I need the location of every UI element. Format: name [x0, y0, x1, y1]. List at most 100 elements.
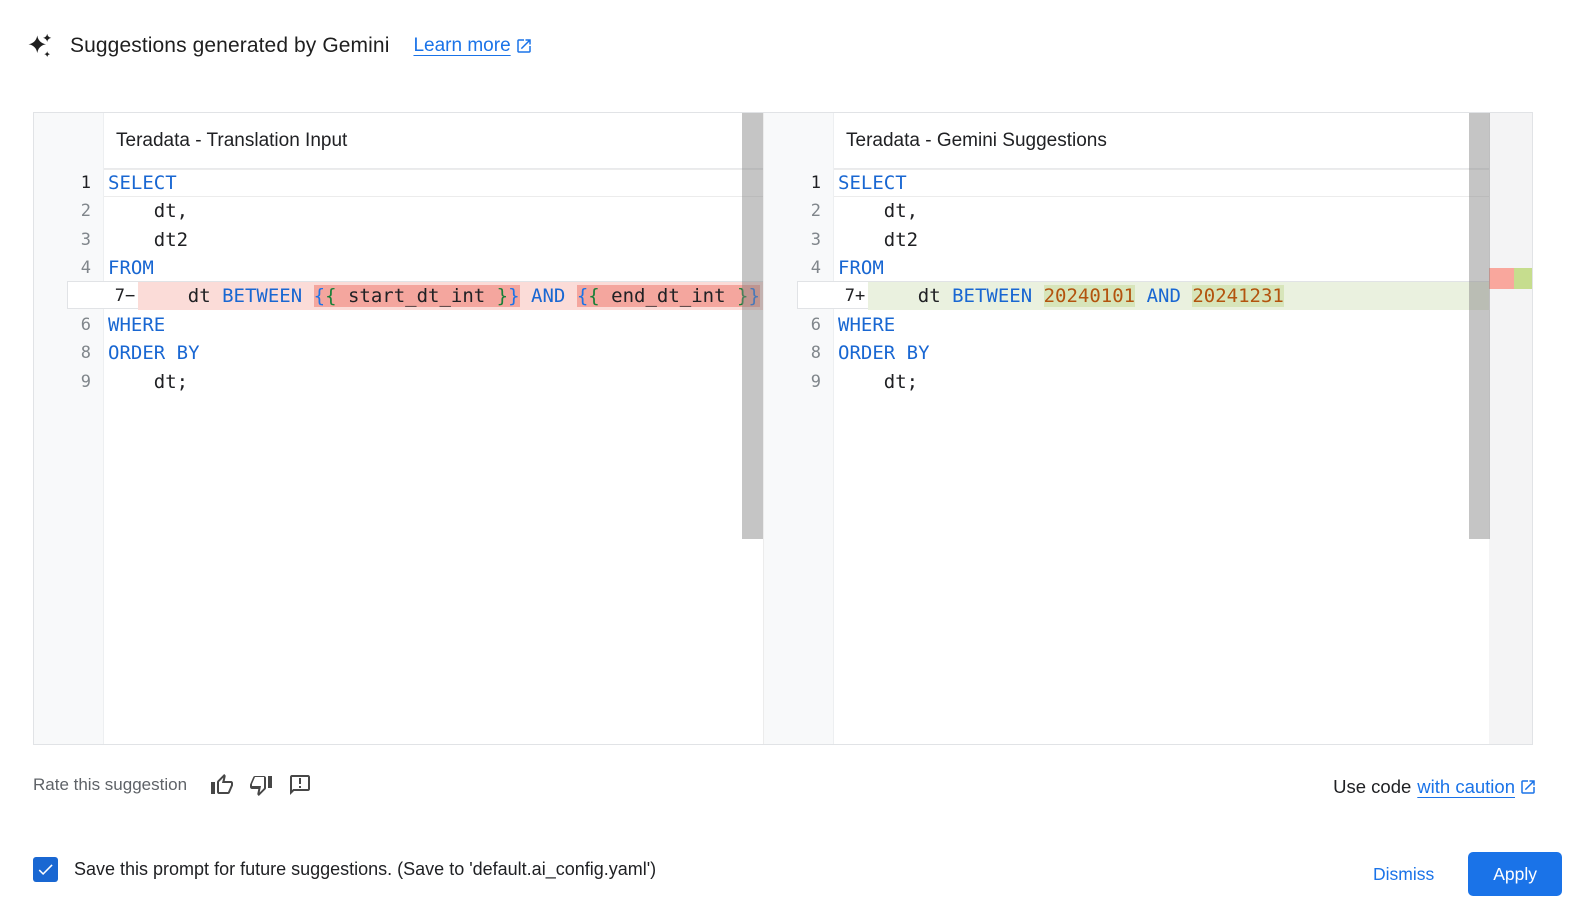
thumb-down-button[interactable] [248, 772, 274, 798]
dismiss-button[interactable]: Dismiss [1372, 863, 1435, 884]
code-token: WHERE [838, 313, 896, 336]
diff-marker [821, 169, 834, 197]
diff-marker [91, 226, 104, 254]
code-token [302, 285, 313, 307]
thumb-up-button[interactable] [209, 772, 235, 798]
code-line-content: dt BETWEEN 20240101 AND 20241231 [868, 282, 1532, 311]
code-token: 20241231 [1192, 285, 1284, 307]
save-prompt-checkbox[interactable] [33, 857, 58, 882]
code-token: AND [531, 285, 566, 307]
code-token: FROM [108, 257, 154, 280]
thumb-up-icon [211, 774, 234, 794]
code-line-content: dt BETWEEN {{ start_dt_int }} AND {{ end… [138, 282, 763, 311]
diff-marker: − [125, 286, 136, 306]
line-number: 3 [34, 226, 104, 254]
code-token: SELECT [108, 172, 177, 194]
code-line-content: dt; [104, 368, 763, 396]
line-number: 6 [764, 311, 834, 339]
scrollbar-thumb[interactable] [742, 113, 763, 539]
use-code-text: Use code [1333, 776, 1412, 797]
learn-more-link[interactable]: Learn more [413, 35, 532, 57]
page-title: Suggestions generated by Gemini [70, 34, 390, 57]
code-line: 3 dt2 [764, 226, 1532, 254]
code-line-content: dt2 [104, 226, 763, 254]
code-token: } [737, 285, 749, 307]
code-token: { [325, 285, 337, 307]
code-line: 2 dt, [764, 197, 1532, 225]
code-line-content: ORDER BY [104, 339, 763, 367]
apply-button[interactable]: Apply [1468, 852, 1562, 896]
diff-marker [821, 254, 834, 282]
code-token: ORDER BY [838, 342, 930, 365]
code-token: ORDER BY [108, 342, 200, 365]
code-line: 3 dt2 [34, 226, 763, 254]
line-number: 3 [764, 226, 834, 254]
code-line: 7− dt BETWEEN {{ start_dt_int }} AND {{ … [67, 281, 763, 311]
code-token: } [748, 285, 760, 307]
code-line-content: WHERE [834, 311, 1532, 339]
line-number: 4 [764, 254, 834, 282]
code-token: dt [142, 285, 223, 307]
scrollbar-thumb[interactable] [1469, 113, 1490, 539]
diff-marker [91, 368, 104, 396]
line-number: 6 [34, 311, 104, 339]
line-number: 8 [764, 339, 834, 367]
panel-title: Teradata - Translation Input [116, 129, 348, 151]
code-token [565, 285, 576, 307]
overview-added-mark [1514, 268, 1532, 289]
save-prompt-row: Save this prompt for future suggestions.… [33, 857, 656, 882]
dialog-actions: Dismiss Apply [1373, 852, 1562, 896]
panel-title: Teradata - Gemini Suggestions [846, 129, 1107, 151]
code-line-content: FROM [104, 254, 763, 282]
code-token: { [576, 285, 589, 307]
code-token: { [588, 285, 600, 307]
diff-overview-ruler[interactable] [1489, 113, 1532, 744]
line-number-gutter [764, 113, 834, 744]
line-number: 1 [34, 169, 104, 197]
code-token: BETWEEN [222, 285, 303, 307]
code-line: 2 dt, [34, 197, 763, 225]
code-line-content: dt, [104, 197, 763, 225]
code-token: dt, [108, 200, 189, 223]
line-number: 7+ [798, 282, 868, 308]
open-in-new-icon [516, 39, 531, 53]
diff-marker [91, 254, 104, 282]
line-number: 8 [34, 339, 104, 367]
diff-marker [91, 169, 104, 197]
code-token: } [496, 285, 509, 307]
line-number: 2 [764, 197, 834, 225]
code-line: 7+ dt BETWEEN 20240101 AND 20241231 [797, 281, 1532, 311]
feedback-button[interactable] [287, 772, 313, 798]
line-number: 9 [34, 368, 104, 396]
code-token: dt; [108, 370, 189, 393]
code-token: dt [872, 285, 953, 307]
with-caution-link[interactable]: with caution [1417, 776, 1537, 798]
thumb-down-icon [250, 776, 273, 796]
line-number: 2 [34, 197, 104, 225]
check-icon [38, 864, 53, 876]
code-token: { [313, 285, 326, 307]
line-number: 1 [764, 169, 834, 197]
line-number: 9 [764, 368, 834, 396]
code-token: SELECT [838, 172, 907, 194]
code-token: WHERE [108, 313, 166, 336]
diff-marker: + [855, 286, 866, 306]
rate-label: Rate this suggestion [33, 775, 188, 794]
code-token: end_dt_int [599, 285, 737, 307]
feedback-icon [290, 775, 311, 795]
diff-marker [91, 339, 104, 367]
diff-marker [821, 197, 834, 225]
code-line-content: FROM [834, 254, 1532, 282]
code-line: 9 dt; [34, 368, 763, 396]
rate-bar: Rate this suggestion [33, 772, 326, 798]
